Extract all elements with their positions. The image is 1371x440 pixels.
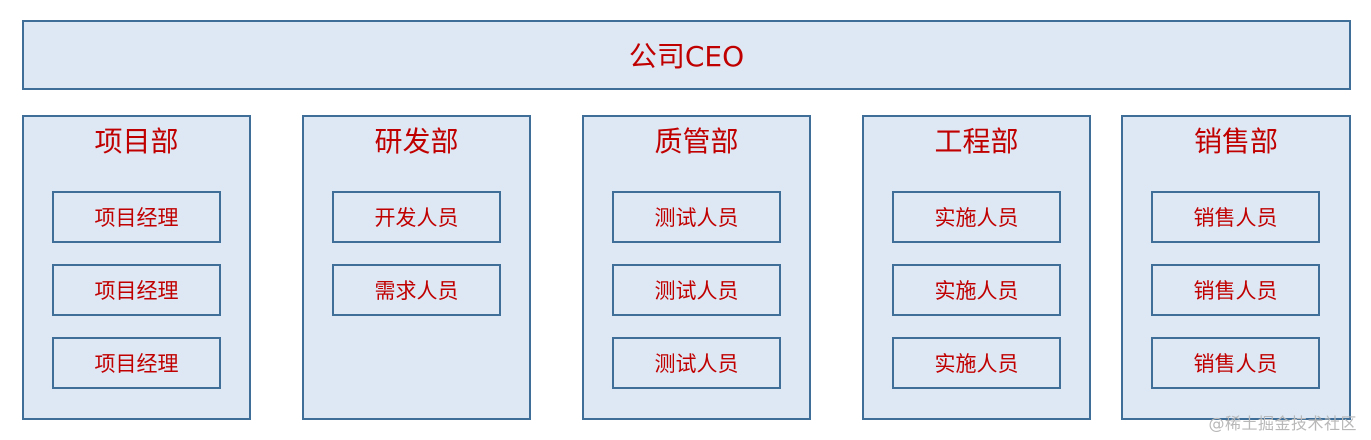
role-box: 销售人员: [1151, 191, 1320, 243]
role-box: 项目经理: [52, 191, 221, 243]
role-box: 开发人员: [332, 191, 501, 243]
role-box: 销售人员: [1151, 337, 1320, 389]
watermark: @稀土掘金技术社区: [1208, 414, 1357, 433]
department-project: 项目部 项目经理 项目经理 项目经理: [22, 115, 251, 420]
department-title: 研发部: [374, 125, 459, 158]
role-box: 实施人员: [892, 337, 1061, 389]
department-engineering: 工程部 实施人员 实施人员 实施人员: [862, 115, 1091, 420]
role-box: 测试人员: [612, 191, 781, 243]
role-box: 实施人员: [892, 191, 1061, 243]
department-title: 质管部: [654, 125, 739, 158]
role-box: 项目经理: [52, 264, 221, 316]
department-title: 销售部: [1193, 125, 1278, 158]
role-box: 实施人员: [892, 264, 1061, 316]
role-box: 测试人员: [612, 337, 781, 389]
role-box: 测试人员: [612, 264, 781, 316]
department-title: 工程部: [934, 125, 1019, 158]
department-sales: 销售部 销售人员 销售人员 销售人员: [1121, 115, 1351, 420]
ceo-box: 公司CEO: [22, 20, 1351, 90]
role-box: 需求人员: [332, 264, 501, 316]
department-title: 项目部: [94, 125, 179, 158]
role-box: 项目经理: [52, 337, 221, 389]
ceo-label: 公司CEO: [628, 40, 745, 73]
department-quality: 质管部 测试人员 测试人员 测试人员: [582, 115, 811, 420]
department-rnd: 研发部 开发人员 需求人员: [302, 115, 531, 420]
role-box: 销售人员: [1151, 264, 1320, 316]
